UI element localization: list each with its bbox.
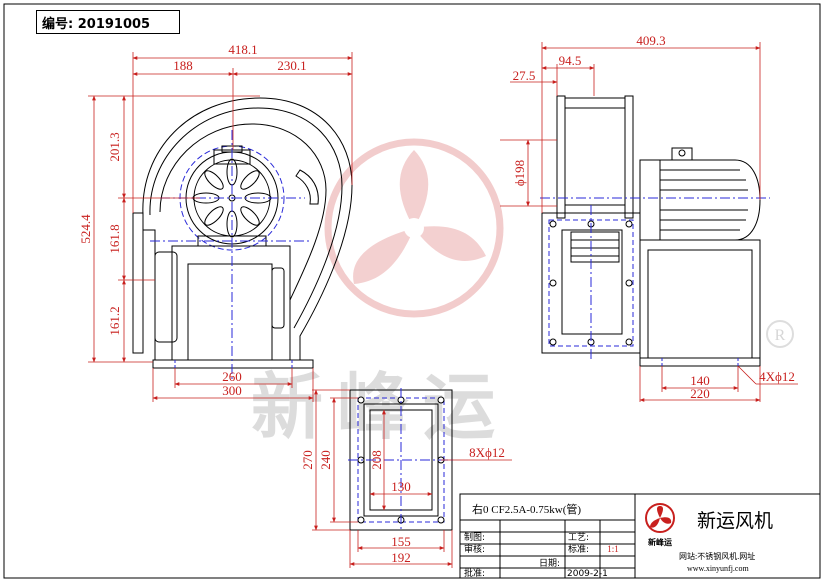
dim-overall-width: 418.1: [228, 42, 257, 57]
watermark-petals: [353, 150, 486, 284]
dim-height-total: 524.4: [78, 214, 93, 244]
dim-left-width: 188: [173, 58, 193, 73]
date-value: 2009-2-1: [567, 569, 608, 579]
title-model: 右0 CF2.5A-0.75kw(管): [472, 502, 581, 516]
dim-base-outer: 300: [222, 383, 242, 398]
dim-foot-inner: 140: [690, 373, 710, 388]
scale-value: 1:1: [607, 544, 619, 554]
front-view: [132, 97, 353, 380]
dim-flange-width-mid: 155: [391, 534, 411, 549]
dim-flange-thick: 27.5: [513, 68, 536, 83]
serial-value: 20191005: [77, 17, 151, 32]
title-block: [459, 493, 821, 579]
label-drafted: 制图:: [464, 531, 485, 543]
website-label: 网站:不锈钢风机.网址: [679, 551, 755, 561]
watermark-company-text: 新峰运: [251, 368, 509, 448]
side-view-dimensions: [500, 42, 798, 402]
dim-height-bot: 161.2: [107, 306, 122, 335]
dim-flange-width-outer: 192: [391, 550, 411, 565]
logo-text: 新峰运: [648, 537, 672, 547]
dim-front-offset: 94.5: [559, 53, 582, 68]
serial-number: 编号: 20191005: [42, 13, 150, 32]
label-approved: 批准:: [464, 567, 485, 579]
front-view-dimensions: [88, 52, 353, 402]
dim-flange-height-outer: 270: [300, 450, 315, 470]
dim-foot-outer: 220: [690, 386, 710, 401]
serial-label: 编号:: [42, 17, 74, 32]
dim-base-inner: 260: [222, 369, 242, 384]
dim-flange-holes: 8Xϕ12: [469, 445, 505, 460]
dim-foot-holes: 4Xϕ12: [759, 369, 795, 384]
dim-height-top: 201.3: [107, 132, 122, 161]
dim-overall-length: 409.3: [636, 33, 665, 48]
serial-number-box: [36, 10, 180, 34]
registered-mark: R: [775, 327, 786, 344]
website-url: www.xinyunfj.com: [687, 564, 749, 573]
dim-flange-width-inner: 130: [391, 479, 411, 494]
dim-right-width: 230.1: [277, 58, 306, 73]
dim-flange-height-mid: 240: [318, 450, 333, 470]
company-logo-icon: [645, 503, 675, 533]
label-process: 工艺:: [568, 532, 589, 543]
dim-height-mid: 161.8: [107, 224, 122, 253]
dim-outlet-dia: ϕ198: [512, 160, 527, 186]
watermark-ring: [324, 138, 504, 318]
label-reviewed: 审核:: [464, 543, 485, 555]
sheet-border: [3, 3, 821, 579]
side-view: [540, 95, 770, 367]
registered-mark-circle: [766, 320, 794, 348]
company-name: 新运风机: [697, 510, 773, 532]
label-date: 日期:: [539, 558, 560, 569]
watermark: R 新峰运: [251, 138, 794, 448]
dim-flange-height-inner: 208: [369, 450, 384, 470]
outlet-flange-view: [348, 388, 454, 532]
label-standard: 标准:: [568, 543, 589, 555]
outlet-flange-dimensions: [312, 389, 512, 568]
